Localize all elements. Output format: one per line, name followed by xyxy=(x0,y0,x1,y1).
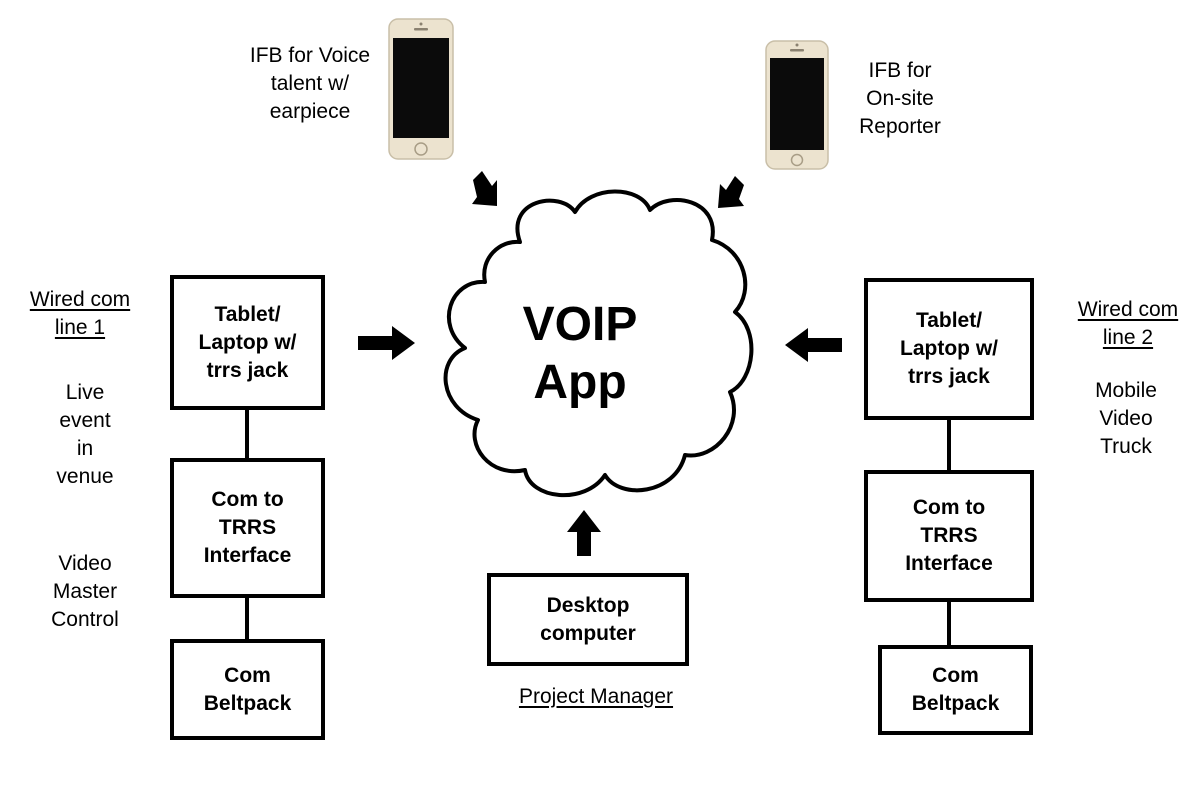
phone-icon-right xyxy=(765,40,829,175)
left-beltpack-box: Com Beltpack xyxy=(170,639,325,740)
arrow-left-icon xyxy=(785,328,842,362)
cloud-shape xyxy=(443,189,754,497)
arrow-down-right-icon xyxy=(472,171,497,206)
desktop-box: Desktop computer xyxy=(487,573,689,666)
left-tablet-box: Tablet/ Laptop w/ trrs jack xyxy=(170,275,325,410)
arrow-down-left-icon xyxy=(718,176,744,208)
desktop-caption: Project Manager xyxy=(518,685,674,708)
right-chain-location: Mobile Video Truck xyxy=(1095,379,1157,458)
left-phone-label: IFB for Voice talent w/ earpiece xyxy=(249,44,371,123)
right-beltpack-box: Com Beltpack xyxy=(878,645,1033,735)
left-chain-heading: Wired com line 1 xyxy=(29,288,131,339)
left-interface-box: Com to TRRS Interface xyxy=(170,458,325,598)
right-phone-label: IFB for On-site Reporter xyxy=(859,59,941,138)
cloud-label: VOIP App xyxy=(522,298,638,409)
left-chain-location: Live event in venue xyxy=(56,381,114,488)
arrow-right-icon xyxy=(358,326,415,360)
right-interface-box: Com to TRRS Interface xyxy=(864,470,1034,602)
arrow-up-icon xyxy=(567,510,601,556)
left-chain-role: Video Master Control xyxy=(51,552,119,631)
right-chain-heading: Wired com line 2 xyxy=(1077,298,1179,349)
right-tablet-box: Tablet/ Laptop w/ trrs jack xyxy=(864,278,1034,420)
phone-icon-left xyxy=(388,18,454,165)
